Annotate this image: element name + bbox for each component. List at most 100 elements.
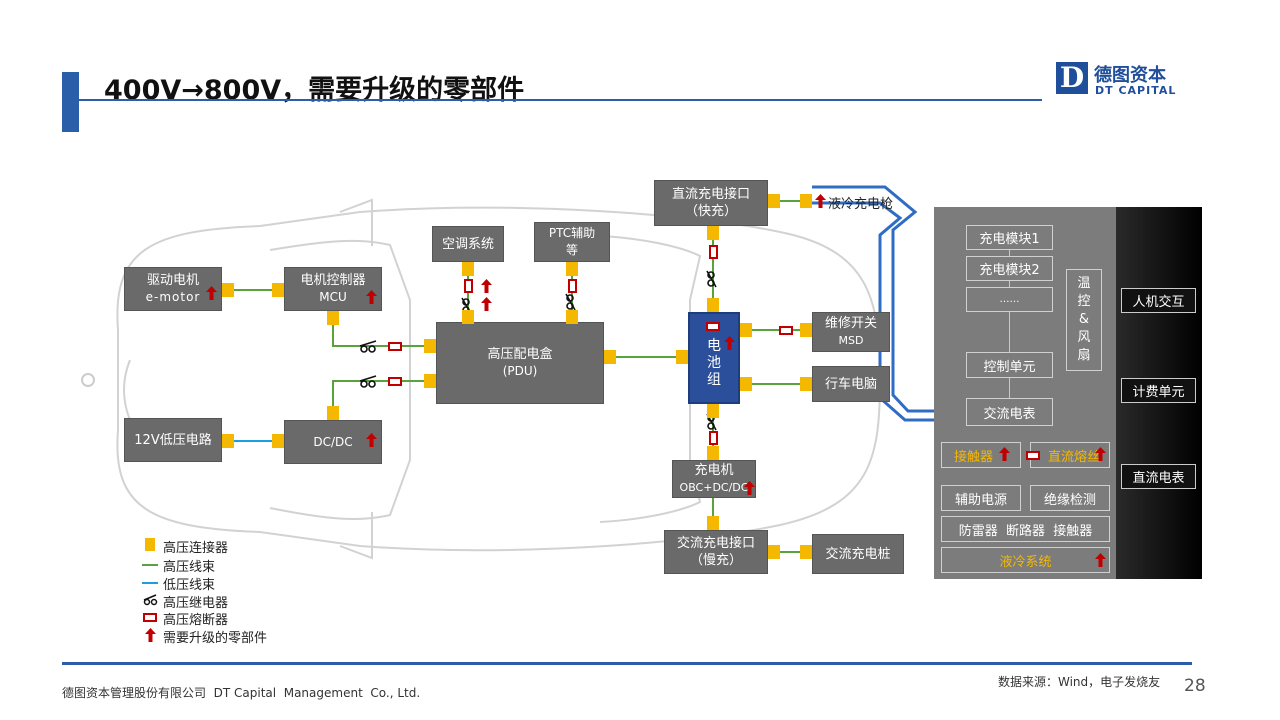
legend-hv-swatch [142, 564, 158, 566]
legend-connector-label: 高压连接器 [163, 541, 229, 556]
msd-label: 维修开关 [824, 316, 877, 331]
ac-port-label: 交流充电接口 [676, 536, 755, 551]
legend-relay-icon [143, 594, 158, 606]
upgrade-arrow-icon [481, 279, 492, 293]
page-number: 28 [1184, 676, 1206, 696]
billing-unit-box: 计费单元 [1121, 378, 1196, 403]
connector [800, 377, 812, 391]
footer-line [62, 662, 1192, 665]
upgrade-arrow-icon [481, 297, 492, 311]
legend-hv-label: 高压线束 [163, 560, 216, 575]
legend-connector-swatch [145, 538, 155, 551]
msd-sublabel: MSD [838, 334, 864, 347]
msd-box: 维修开关 MSD [812, 312, 890, 352]
ac-system-box: 空调系统 [432, 226, 504, 262]
vcu-label: 行车电脑 [824, 376, 877, 392]
fuse-icon [388, 377, 402, 386]
legend-fuse-label: 高压熔断器 [163, 613, 229, 628]
legend-upgrade-arrow-icon [145, 628, 156, 642]
thermal-fan-box: 温 控 & 风 扇 [1066, 269, 1102, 371]
liquid-cooling-label: 液冷系统 [999, 554, 1052, 570]
logo-text-cn: 德图资本 [1094, 65, 1166, 86]
battery-label-2: 池 [707, 354, 721, 371]
ac-port-sublabel: （慢充） [689, 553, 742, 568]
dc-meter-box: 直流电表 [1121, 464, 1196, 489]
pdu-sublabel: (PDU) [502, 364, 538, 378]
thermal-char: 控 [1077, 294, 1091, 309]
connector [707, 516, 719, 530]
connector [800, 323, 812, 337]
connector [424, 339, 436, 353]
fuse-icon [388, 342, 402, 351]
footer-company: 德图资本管理股份有限公司 DT Capital Management Co., … [62, 686, 421, 700]
fuse-icon [706, 322, 720, 331]
fuse-icon [568, 279, 577, 293]
connector [566, 262, 578, 276]
hmi-box: 人机交互 [1121, 288, 1196, 313]
vcu-box: 行车电脑 [812, 366, 890, 402]
battery-label-1: 电 [707, 337, 721, 354]
dcdc-box: DC/DC [284, 420, 382, 464]
title-accent-bar [62, 72, 79, 132]
thermal-char: & [1078, 312, 1090, 327]
lv-circuit-box: 12V低压电路 [124, 418, 222, 462]
title-underline [62, 99, 1042, 101]
connector [272, 283, 284, 297]
connector [462, 262, 474, 276]
charging-module-2: 充电模块2 [966, 256, 1053, 281]
ac-system-label: 空调系统 [441, 236, 494, 252]
connector [707, 404, 719, 418]
contactor-label: 接触器 [954, 449, 994, 465]
charger-sublabel: OBC+DC/DC [679, 481, 749, 494]
mcu-sublabel: MCU [319, 290, 347, 304]
ac-pile-box: 交流充电桩 [812, 534, 904, 574]
insulation-detect-box: 绝缘检测 [1030, 485, 1110, 511]
pdu-label: 高压配电盒 [487, 347, 553, 362]
upgrade-arrow-icon [815, 194, 826, 208]
connector [800, 545, 812, 559]
connector [707, 226, 719, 240]
drive-motor-label: 驱动电机 [146, 273, 199, 288]
charger-box: 充电机 OBC+DC/DC [672, 460, 756, 498]
connector [768, 545, 780, 559]
pdu-box: 高压配电盒 (PDU) [436, 322, 604, 404]
dc-port-sublabel: （快充） [684, 204, 737, 219]
control-unit: 控制单元 [966, 352, 1053, 378]
connector [800, 194, 812, 208]
fuse-icon [709, 245, 718, 259]
connector [424, 374, 436, 388]
liquid-cooling-box: 液冷系统 [941, 547, 1110, 573]
logo-mark: D [1056, 62, 1088, 94]
liquid-gun-label: 液冷充电枪 [828, 197, 894, 212]
legend-lv-swatch [142, 582, 158, 584]
charging-module-1: 充电模块1 [966, 225, 1053, 250]
drive-motor-sublabel: e-motor [145, 290, 201, 304]
thermal-char: 风 [1077, 330, 1091, 345]
fuse-icon [779, 326, 793, 335]
upgrade-arrow-icon [366, 290, 377, 304]
charging-module-more: …… [966, 287, 1053, 312]
fuse-icon [709, 431, 718, 445]
upgrade-arrow-icon [999, 447, 1010, 461]
connector [222, 434, 234, 448]
connector [222, 283, 234, 297]
dcdc-label: DC/DC [313, 434, 353, 449]
ac-meter: 交流电表 [966, 398, 1053, 426]
protection-box: 防雷器 断路器 接触器 [941, 516, 1110, 542]
connector [740, 377, 752, 391]
footer-source: 数据来源：Wind，电子发烧友 [998, 675, 1161, 689]
contactor-box: 接触器 [941, 442, 1021, 468]
thermal-char: 温 [1077, 276, 1091, 291]
connector [272, 434, 284, 448]
upgrade-arrow-icon [206, 286, 217, 300]
upgrade-arrow-icon [1095, 447, 1106, 461]
upgrade-arrow-icon [366, 433, 377, 447]
connector [768, 194, 780, 208]
fuse-icon [1026, 451, 1040, 460]
fuse-icon [464, 279, 473, 293]
connector [327, 406, 339, 420]
connector [740, 323, 752, 337]
connector [462, 310, 474, 324]
ac-port-box: 交流充电接口 （慢充） [664, 530, 768, 574]
ptc-label: PTC辅助 [548, 226, 596, 240]
